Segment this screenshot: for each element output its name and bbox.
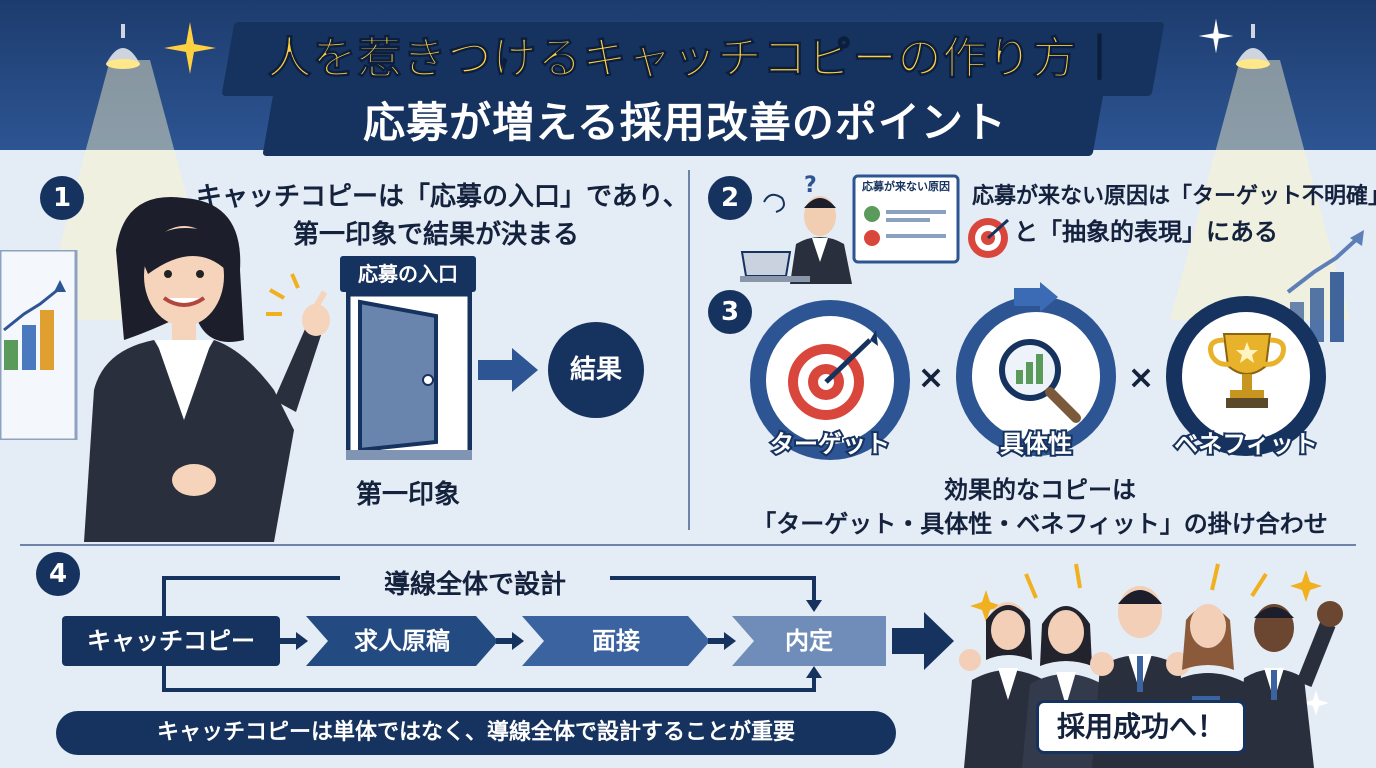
target-small-icon bbox=[968, 218, 1010, 258]
section-divider-vertical bbox=[688, 170, 690, 530]
celebrating-team-illustration bbox=[959, 563, 1343, 768]
door-icon bbox=[346, 292, 472, 460]
step-number-4: 4 bbox=[36, 552, 80, 596]
arrow-small-icon bbox=[496, 632, 524, 650]
flow-step-catchcopy: キャッチコピー bbox=[62, 616, 280, 666]
section-divider-horizontal bbox=[20, 544, 1356, 546]
section2-text-line1: 応募が来ない原因は「ターゲット不明確」 bbox=[972, 184, 1376, 209]
page-title: 人を惹きつけるキャッチコピーの作り方｜ bbox=[267, 33, 1123, 85]
target-label: ターゲット bbox=[768, 428, 892, 460]
benefit-ring bbox=[1166, 296, 1326, 456]
section1-text-line1: キャッチコピーは「応募の入口」であり、 bbox=[196, 182, 689, 212]
sparkle-icon bbox=[1198, 18, 1234, 54]
times-symbol-1: × bbox=[917, 358, 945, 396]
ceiling-lamp-left-icon bbox=[106, 24, 140, 69]
section3-text-line2: 「ターゲット・具体性・ベネフィット」の掛け合わせ bbox=[752, 510, 1328, 538]
flow-step-offer: 内定 bbox=[732, 616, 886, 666]
svg-text:?: ? bbox=[804, 173, 817, 198]
specificity-label: 具体性 bbox=[998, 428, 1074, 460]
step-number-2: 2 bbox=[708, 176, 752, 220]
worried-businessman-illustration: ? bbox=[740, 173, 852, 284]
flow-step-job-posting: 求人原稿 bbox=[306, 616, 498, 666]
cause-board-title: 応募が来ない原因 bbox=[862, 180, 950, 193]
step-number-3: 3 bbox=[708, 290, 752, 334]
step-number-1: 1 bbox=[40, 176, 84, 220]
section2-text-line2: と「抽象的表現」にある bbox=[1014, 218, 1278, 246]
ceiling-lamp-right-icon bbox=[1236, 24, 1270, 69]
page-subtitle: 応募が増える採用改善のポイント bbox=[363, 98, 1007, 147]
sparkle-icon bbox=[164, 22, 216, 74]
arrow-right-icon bbox=[478, 348, 538, 392]
arrow-small-icon bbox=[280, 632, 308, 650]
section1-text-line2: 第一印象で結果が決まる bbox=[292, 220, 579, 250]
target-ring bbox=[750, 300, 910, 460]
flow-loop-lines bbox=[162, 576, 822, 692]
emphasis-lines-icon bbox=[266, 273, 300, 316]
door-label: 応募の入口 bbox=[340, 256, 476, 292]
chart-board-icon bbox=[0, 250, 78, 440]
specificity-ring bbox=[956, 296, 1116, 456]
benefit-label: ベネフィット bbox=[1172, 428, 1320, 460]
arrow-right-big-icon bbox=[892, 612, 954, 670]
trophy-icon bbox=[1208, 333, 1286, 408]
magnifier-chart-icon bbox=[999, 339, 1081, 423]
loop-label: 導線全体で設計 bbox=[340, 564, 610, 601]
success-banner: 採用成功へ！ bbox=[1036, 700, 1246, 754]
door-caption: 第一印象 bbox=[355, 480, 460, 510]
flow-step-interview: 面接 bbox=[522, 616, 710, 666]
result-circle: 結果 bbox=[548, 322, 644, 418]
cycle-arrow-icon bbox=[1014, 282, 1058, 312]
section3-text-line1: 効果的なコピーは bbox=[944, 476, 1136, 504]
bottom-note: キャッチコピーは単体ではなく、導線全体で設計することが重要 bbox=[56, 711, 896, 755]
light-beam-right bbox=[1170, 60, 1350, 320]
arrow-small-icon bbox=[708, 632, 736, 650]
target-icon bbox=[788, 330, 878, 420]
presenter-woman-illustration bbox=[84, 197, 330, 542]
times-symbol-2: × bbox=[1127, 358, 1155, 396]
cause-board-icon bbox=[852, 174, 960, 264]
